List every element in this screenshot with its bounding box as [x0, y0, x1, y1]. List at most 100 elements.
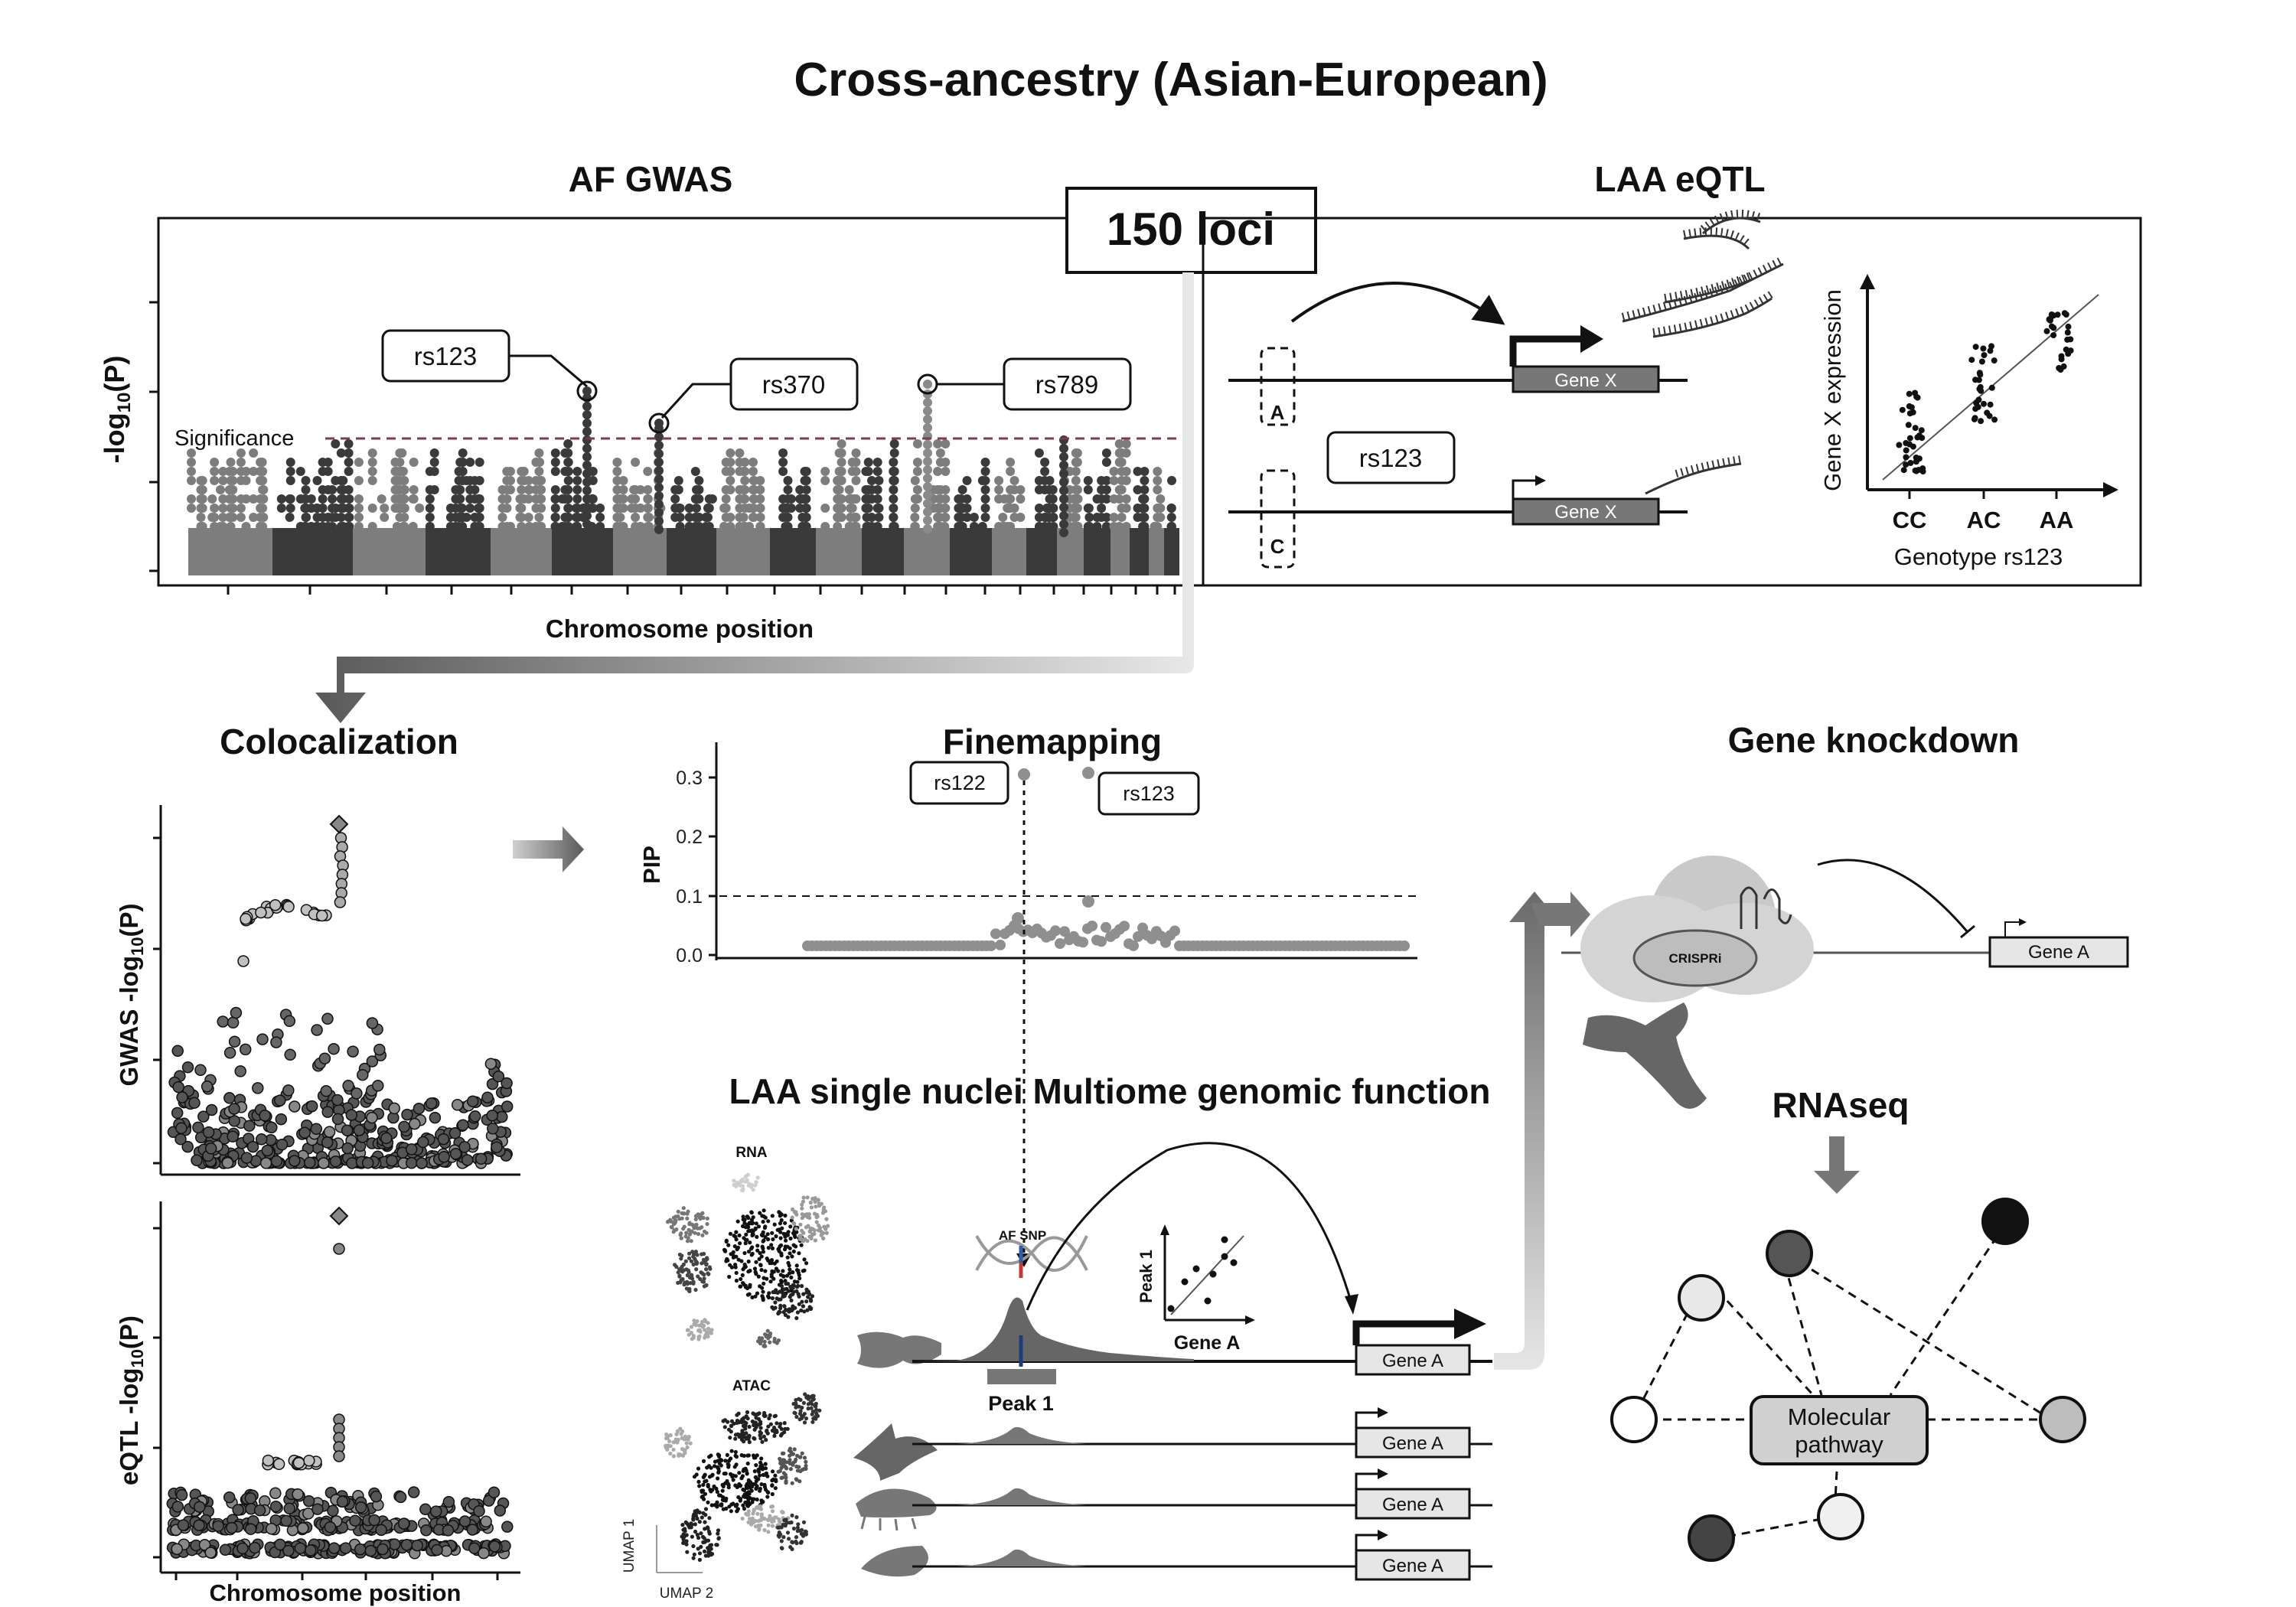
- umap-cell: [818, 1226, 823, 1231]
- genotype-point: [1919, 435, 1926, 442]
- umap-cell: [766, 1424, 771, 1429]
- umap-cell: [779, 1278, 784, 1283]
- umap-cell: [694, 1267, 699, 1272]
- genotype-point: [1900, 467, 1907, 474]
- umap-cell: [760, 1294, 765, 1299]
- genotype-cc: CC: [1893, 507, 1927, 533]
- umap-cell: [685, 1273, 690, 1278]
- umap-cell: [794, 1477, 798, 1482]
- umap-cell: [692, 1475, 697, 1479]
- coloc-point: [193, 1501, 206, 1513]
- coloc-point: [234, 1065, 246, 1077]
- gwas-point: [1109, 513, 1119, 522]
- gwas-point: [197, 522, 207, 531]
- umap-cell: [713, 1464, 717, 1468]
- gwas-point: [778, 467, 788, 476]
- gwas-point: [395, 448, 405, 458]
- umap-cell: [752, 1436, 757, 1441]
- umap-cell: [685, 1550, 690, 1554]
- umap-cell: [801, 1292, 806, 1296]
- umap-cell: [778, 1310, 782, 1315]
- gwas-point: [629, 485, 639, 494]
- umap-cell: [680, 1253, 684, 1258]
- gwas-point: [1153, 522, 1163, 531]
- pip-point: [1059, 926, 1070, 937]
- genotype-point: [1988, 343, 1994, 350]
- umap-cell: [746, 1512, 751, 1517]
- umap-cell: [685, 1216, 690, 1221]
- coloc-point: [171, 1107, 184, 1120]
- coloc-point: [354, 1543, 367, 1556]
- coloc-point: [217, 1015, 229, 1028]
- umap-cell: [716, 1531, 720, 1536]
- gwas-point: [748, 513, 758, 522]
- umap-cell: [810, 1410, 815, 1414]
- coloc-point: [417, 1136, 429, 1149]
- genotype-point: [1981, 352, 1988, 359]
- gwas-point: [861, 485, 871, 494]
- pip-point: [1012, 912, 1024, 924]
- chromosome-band: [862, 528, 904, 575]
- umap-cell: [826, 1224, 830, 1228]
- gwas-point: [429, 458, 439, 467]
- coloc-point: [272, 1458, 285, 1471]
- gwas-point: [210, 522, 220, 531]
- genotype-point: [1981, 400, 1987, 407]
- umap-cell: [714, 1486, 719, 1491]
- gwas-point: [331, 439, 341, 448]
- gwas-point: [833, 522, 843, 531]
- umap-cell: [775, 1421, 779, 1426]
- umap-cell: [758, 1473, 762, 1478]
- gwas-point: [670, 485, 680, 494]
- umap-cell: [751, 1453, 756, 1458]
- peak-label: Peak 1: [988, 1392, 1054, 1415]
- promoter-arrowhead: [1378, 1468, 1388, 1479]
- umap-cell: [744, 1414, 748, 1419]
- eqtl-title: LAA eQTL: [1594, 159, 1765, 199]
- coloc-point: [227, 1130, 239, 1143]
- genotype-point: [1971, 416, 1978, 422]
- gwas-point: [300, 504, 310, 513]
- gwas-point: [1071, 448, 1081, 458]
- umap-cell: [697, 1510, 702, 1514]
- snp-label-rs123: rs123: [414, 342, 478, 370]
- gwas-point: [889, 504, 899, 513]
- coloc-point: [458, 1515, 471, 1527]
- umap-cell: [727, 1274, 732, 1279]
- umap-cell: [780, 1546, 784, 1550]
- umap-cell: [762, 1276, 766, 1280]
- gwas-point: [778, 448, 788, 458]
- umap-cell: [703, 1527, 707, 1531]
- gwas-point: [980, 485, 990, 494]
- umap-cell: [686, 1209, 690, 1214]
- umap-cell: [681, 1540, 686, 1545]
- gwas-point: [408, 522, 418, 531]
- coloc-point: [351, 1087, 363, 1100]
- coloc-point: [255, 1133, 268, 1146]
- genotype-point: [1912, 425, 1919, 432]
- umap-cell: [733, 1263, 738, 1267]
- gwas-point: [643, 467, 653, 476]
- umap-cell: [763, 1234, 768, 1240]
- umap-cell: [694, 1222, 699, 1227]
- gwas-point: [572, 485, 582, 494]
- umap-cell: [812, 1211, 817, 1216]
- umap-cell: [783, 1472, 788, 1477]
- umap-cell: [746, 1229, 751, 1234]
- genotype-point: [1903, 447, 1910, 454]
- umap-cell: [668, 1433, 673, 1438]
- umap-cell: [822, 1224, 827, 1229]
- gwas-point: [755, 513, 765, 522]
- umap-cell: [685, 1239, 690, 1244]
- gwas-point: [673, 476, 683, 485]
- gene-a-box: [1355, 1549, 1471, 1581]
- umap-cell: [803, 1392, 807, 1397]
- umap-cell: [794, 1401, 798, 1406]
- gwas-point: [226, 458, 236, 467]
- gwas-point: [847, 467, 857, 476]
- finemap-snp-rs122: rs122: [934, 771, 986, 794]
- gwas-point: [726, 476, 735, 485]
- gwas-point: [1153, 485, 1163, 494]
- gwas-point: [1140, 522, 1150, 531]
- gwas-point: [923, 482, 932, 491]
